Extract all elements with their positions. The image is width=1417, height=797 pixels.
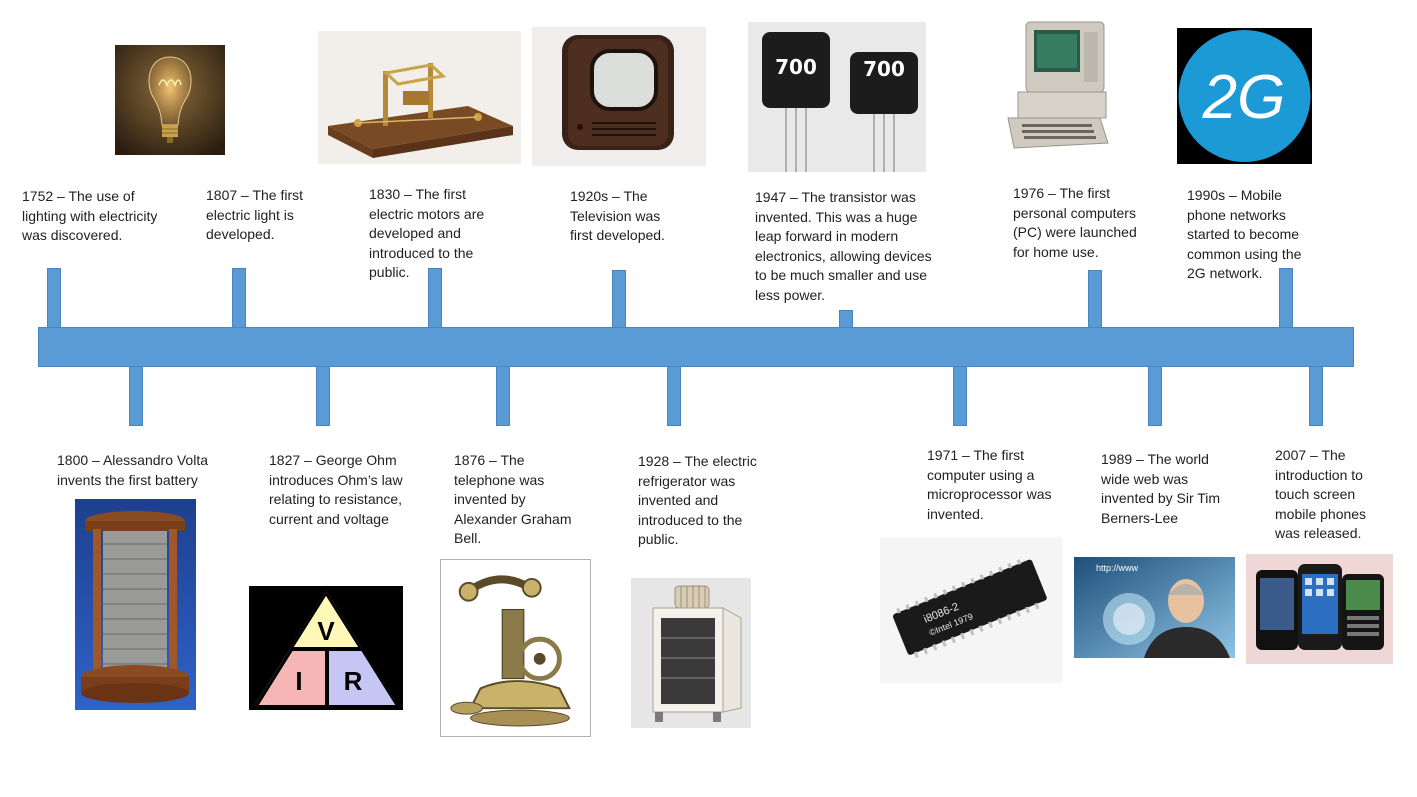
event-1807-text: 1807 – The first electric light is devel… — [206, 187, 304, 242]
event-1827-text: 1827 – George Ohm introduces Ohm’s law r… — [269, 452, 403, 527]
transistor-image: 700 700 — [748, 22, 926, 172]
tick-1807 — [232, 268, 246, 328]
television-image — [532, 27, 706, 166]
ohms-law-triangle-image: V I R — [249, 586, 403, 710]
tick-1827 — [316, 366, 330, 426]
transistor-label-2: 700 — [863, 57, 905, 81]
www-label: http://www — [1096, 563, 1139, 573]
event-1947-text: 1947 – The transistor was invented. This… — [755, 189, 932, 303]
event-1990s-text: 1990s – Mobile phone networks started to… — [1187, 187, 1302, 281]
microprocessor-image: i8086-2 ©Intel 1979 — [880, 537, 1062, 683]
tick-1920s — [612, 270, 626, 328]
tick-1800 — [129, 366, 143, 426]
event-1752-text: 1752 – The use of lighting with electric… — [22, 188, 158, 243]
tick-2007 — [1309, 366, 1323, 426]
telephone-image — [440, 559, 591, 737]
smartphones-image — [1246, 554, 1393, 664]
event-1976-text: 1976 – The first personal computers (PC)… — [1013, 185, 1137, 260]
2g-logo-text: 2G — [1202, 63, 1286, 132]
2g-logo-image: 2G — [1177, 28, 1312, 164]
event-1920s-text: 1920s – The Television was first develop… — [570, 188, 665, 243]
voltaic-pile-image — [75, 499, 196, 710]
timeline-bar — [38, 327, 1354, 367]
event-1928-text: 1928 – The electric refrigerator was inv… — [638, 453, 757, 547]
tick-1971 — [953, 366, 967, 426]
ohm-r-label: R — [344, 666, 363, 696]
event-1989-text: 1989 – The world wide web was invented b… — [1101, 451, 1221, 526]
light-bulb-image — [115, 45, 225, 155]
ohm-i-label: I — [295, 666, 302, 696]
electric-light-apparatus-image — [318, 31, 521, 164]
tick-1947 — [839, 310, 853, 328]
event-2007-text: 2007 – The introduction to touch screen … — [1275, 447, 1367, 541]
event-1830-text: 1830 – The first electric motors are dev… — [369, 186, 485, 280]
transistor-label-1: 700 — [775, 55, 817, 79]
tick-1928 — [667, 366, 681, 426]
tick-1976 — [1088, 270, 1102, 328]
ohm-v-label: V — [317, 616, 335, 646]
tick-1876 — [496, 366, 510, 426]
tick-1752 — [47, 268, 61, 328]
event-1876-text: 1876 – The telephone was invented by Ale… — [454, 452, 572, 546]
refrigerator-image — [631, 578, 751, 728]
tick-1989 — [1148, 366, 1162, 426]
event-1971-text: 1971 – The first computer using a microp… — [927, 447, 1052, 522]
tick-1990s — [1279, 268, 1293, 328]
event-1800-text: 1800 – Alessandro Volta invents the firs… — [57, 452, 209, 488]
personal-computer-image — [1004, 18, 1114, 153]
tim-berners-lee-image: http://www — [1074, 557, 1235, 658]
tick-1830 — [428, 268, 442, 328]
